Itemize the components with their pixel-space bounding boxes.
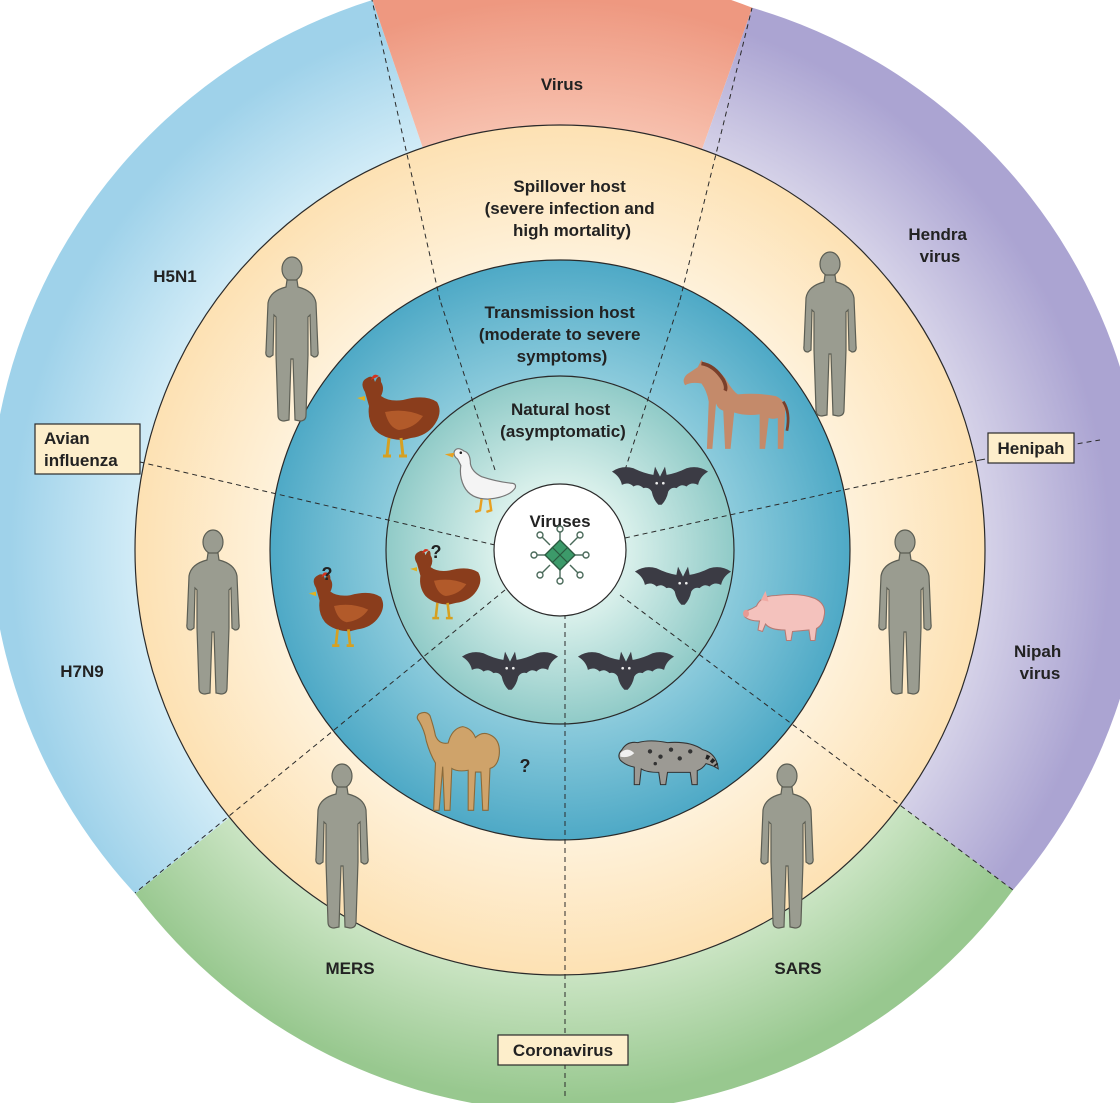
transmission-line-2: (moderate to severe <box>479 325 641 344</box>
transmission-line-3: symptoms) <box>517 347 608 366</box>
virus-header-label: Virus <box>541 75 583 94</box>
spillover-line-2: (severe infection and <box>485 199 655 218</box>
virus-label-sars: SARS <box>774 959 821 978</box>
uncertain-marker: ? <box>322 564 333 584</box>
spillover-line-3: high mortality) <box>513 221 631 240</box>
avian-line-1: Avian <box>44 429 90 448</box>
spillover-line-1: Spillover host <box>513 177 626 196</box>
transmission-line-1: Transmission host <box>485 303 636 322</box>
uncertain-marker: ? <box>431 542 442 562</box>
hendra-line-1: Hendra <box>908 225 967 244</box>
natural-line-1: Natural host <box>511 400 611 419</box>
virus-label-h5n1: H5N1 <box>153 267 196 286</box>
family-box-henipah: Henipah <box>988 433 1074 463</box>
coronavirus-label: Coronavirus <box>513 1041 613 1060</box>
family-box-avian-influenza: Avian influenza <box>35 424 140 474</box>
henipah-label: Henipah <box>997 439 1064 458</box>
nipah-line-2: virus <box>1020 664 1061 683</box>
natural-line-2: (asymptomatic) <box>500 422 626 441</box>
virus-label-h7n9: H7N9 <box>60 662 103 681</box>
uncertain-marker: ? <box>520 756 531 776</box>
virus-label-mers: MERS <box>325 959 374 978</box>
hendra-line-2: virus <box>920 247 961 266</box>
avian-line-2: influenza <box>44 451 118 470</box>
family-box-coronavirus: Coronavirus <box>498 1035 628 1065</box>
nipah-line-1: Nipah <box>1014 642 1061 661</box>
virus-particle-icon <box>531 526 589 584</box>
